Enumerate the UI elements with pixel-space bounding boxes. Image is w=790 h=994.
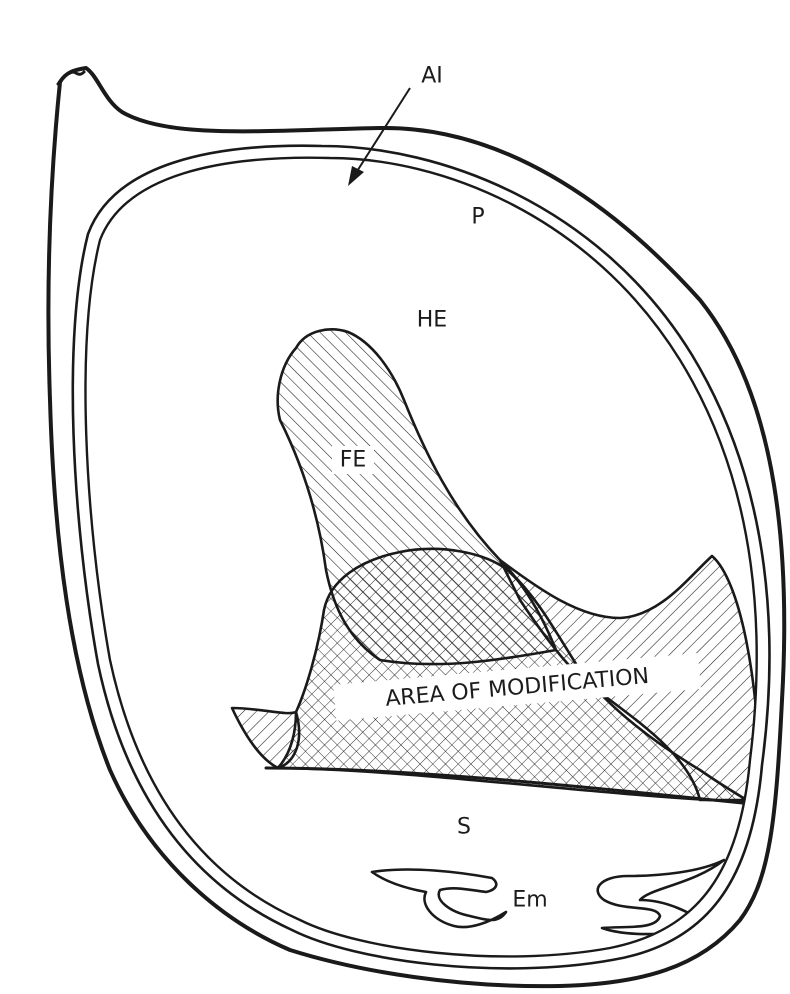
label-embryo: Em [512,888,547,913]
embryo-right-shape [598,860,724,934]
label-pericarp: P [471,205,484,230]
label-horny-endosperm: HE [417,308,447,333]
aleurone-pointer-arrowhead [348,166,364,186]
embryo-left-shape [372,870,506,928]
label-scutellum: S [457,815,471,840]
label-aleurone: AI [421,64,443,89]
label-floury-endosperm: FE [340,448,367,473]
